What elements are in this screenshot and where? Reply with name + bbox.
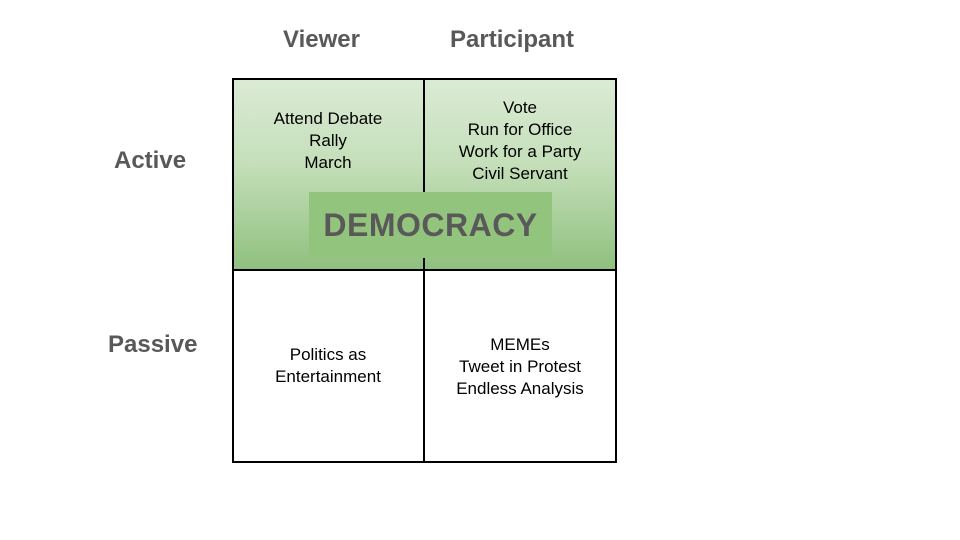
row-label-active: Active — [114, 147, 187, 174]
cell-item: Work for a Party — [458, 142, 582, 161]
cell-item: Entertainment — [275, 367, 381, 386]
cell-item: Tweet in Protest — [459, 357, 581, 376]
column-label-participant: Participant — [450, 26, 575, 53]
row-label-passive: Passive — [108, 331, 198, 358]
cell-item: Run for Office — [467, 120, 573, 139]
cell-item: Rally — [309, 131, 347, 150]
cell-item: Attend Debate — [273, 109, 383, 128]
cell-item: March — [304, 153, 352, 172]
democracy-label-box: DEMOCRACY — [309, 192, 552, 258]
grid-divider-vertical — [423, 78, 425, 463]
cell-item: Endless Analysis — [456, 379, 584, 398]
column-label-viewer: Viewer — [283, 26, 360, 53]
democracy-label: DEMOCRACY — [323, 206, 538, 243]
cell-item: Civil Servant — [472, 164, 568, 183]
cell-item: MEMEs — [490, 335, 550, 354]
cell-passive-viewer: Politics as Entertainment — [232, 344, 424, 424]
cell-item: Politics as — [289, 345, 367, 364]
cell-item: Vote — [502, 98, 538, 117]
